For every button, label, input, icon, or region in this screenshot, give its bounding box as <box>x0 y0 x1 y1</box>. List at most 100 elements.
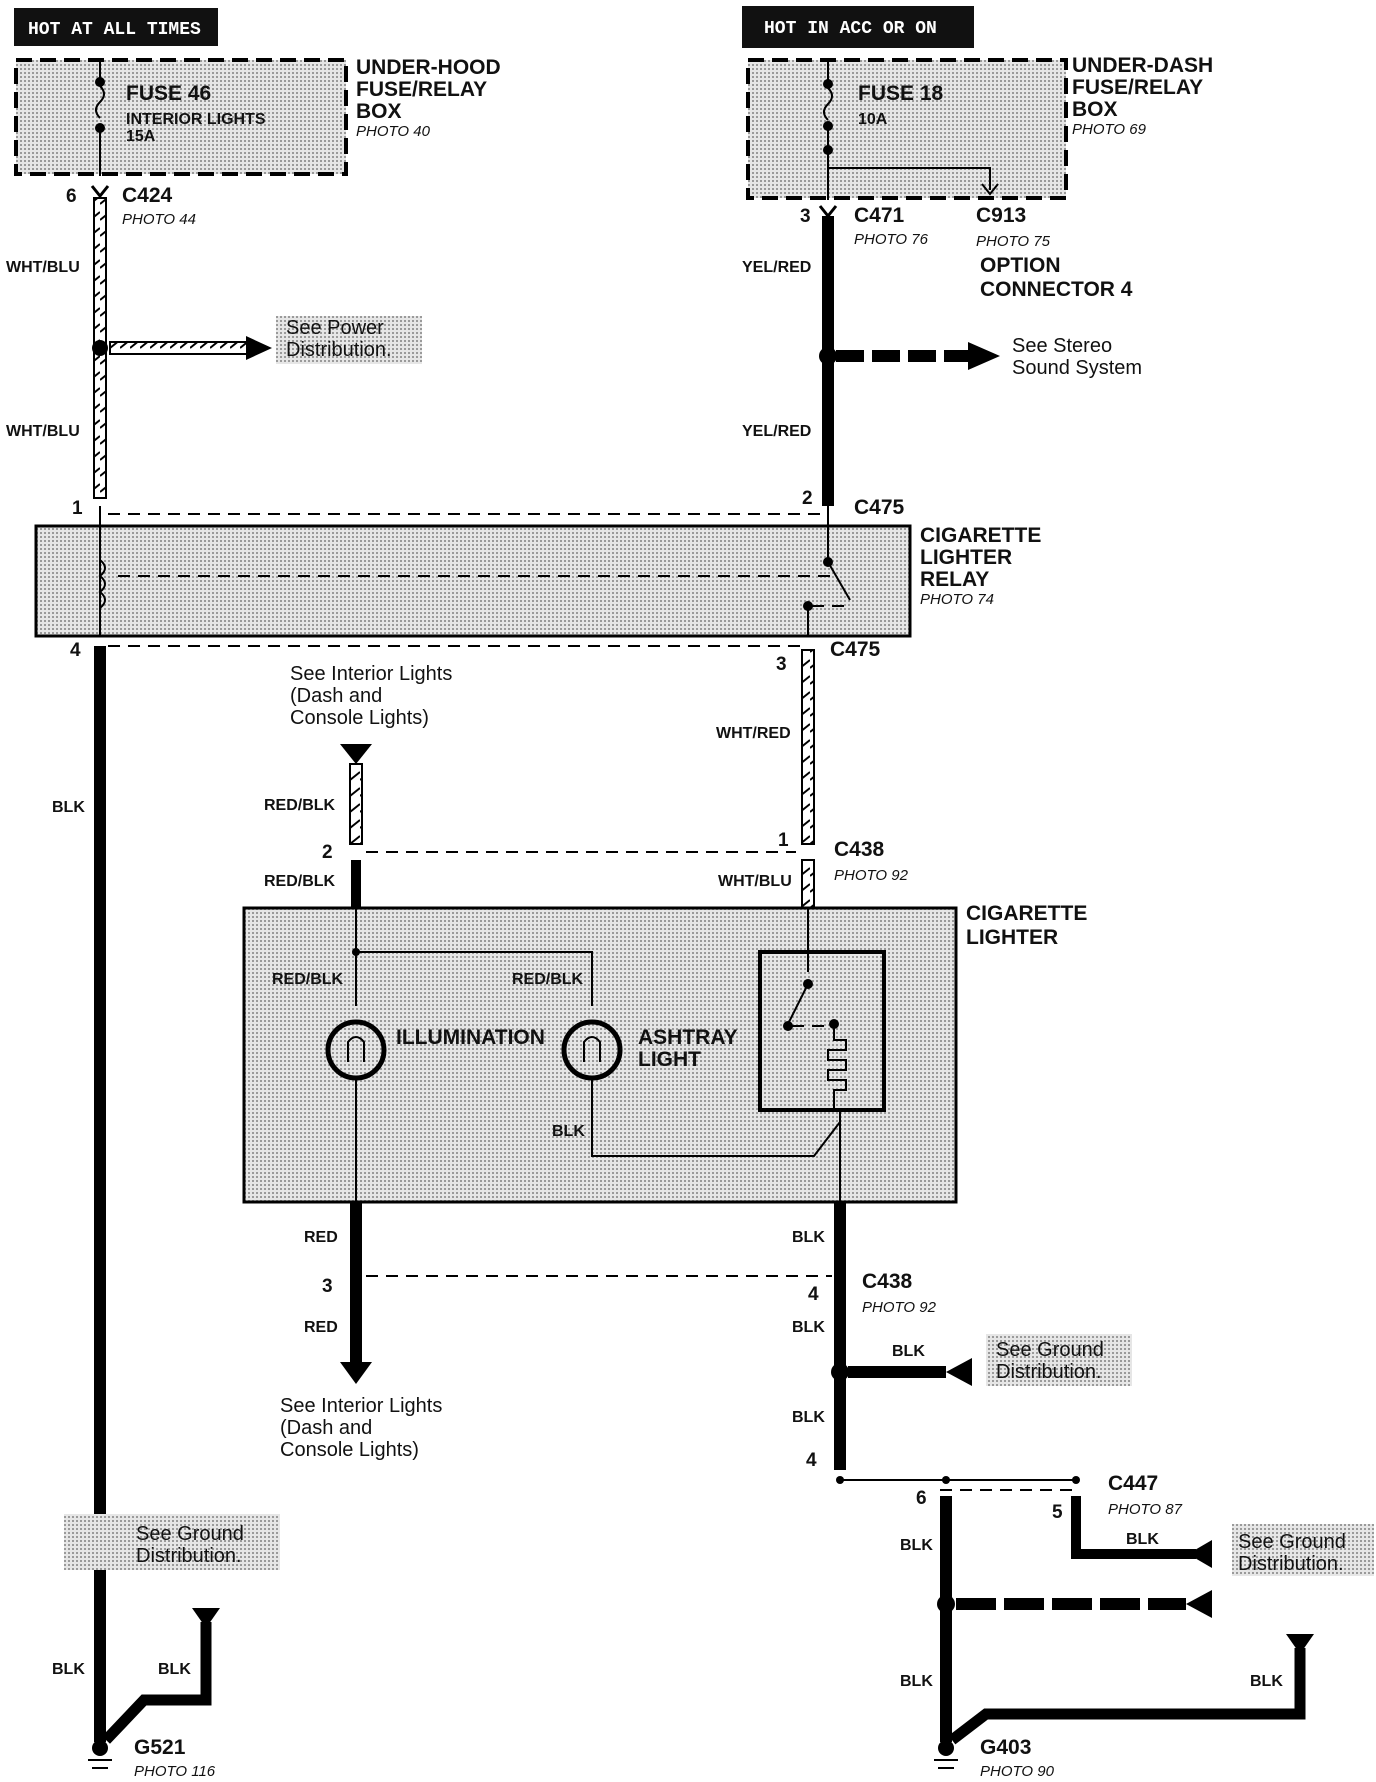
ref-ground-right-2: Distribution. <box>1238 1553 1344 1575</box>
splice-ground <box>831 1363 849 1381</box>
ground-icon <box>92 1740 108 1756</box>
ref-ground-mid-2: Distribution. <box>996 1361 1102 1383</box>
wire-label-red-blk-2: RED/BLK <box>264 873 336 890</box>
c438-bottom-photo: PHOTO 92 <box>862 1299 937 1316</box>
c447-photo: PHOTO 87 <box>1108 1501 1183 1518</box>
underhood-photo: PHOTO 40 <box>356 123 431 140</box>
svg-text:6: 6 <box>916 1488 927 1509</box>
ref-ground-mid-box <box>986 1334 1132 1386</box>
ashtray-label-1: ASHTRAY <box>638 1026 738 1049</box>
wire-label-blk-8: BLK <box>1250 1673 1283 1690</box>
wire-label-blk-5: BLK <box>1126 1531 1159 1548</box>
ref-ground-left-box <box>64 1514 280 1570</box>
ref-interior-top-3: Console Lights) <box>290 707 429 729</box>
ashtray-label-2: LIGHT <box>638 1048 701 1071</box>
heater-element-icon <box>827 1028 847 1108</box>
cigarette-lighter-relay <box>34 506 912 638</box>
ref-ground-mid-1: See Ground <box>996 1339 1104 1361</box>
lighter-element-box <box>758 950 886 1112</box>
wire-label-wht-blu-2: WHT/BLU <box>6 423 80 440</box>
wire-label-blk-2: BLK <box>792 1319 825 1336</box>
relay-switch-contact <box>827 561 851 601</box>
illumination-label: ILLUMINATION <box>396 1026 545 1049</box>
cigarette-lighter-unit <box>242 906 958 1204</box>
wire-red-blk-upper <box>349 763 363 845</box>
c475-top-name: C475 <box>854 496 905 519</box>
relay-title-3: RELAY <box>920 568 989 591</box>
svg-text:3: 3 <box>776 654 787 675</box>
underdash-photo: PHOTO 69 <box>1072 121 1147 138</box>
lighter-title-1: CIGARETTE <box>966 902 1087 925</box>
arrow-right-icon <box>246 336 272 360</box>
connector-c471: 3 C471 PHOTO 76 <box>800 204 929 248</box>
ref-ground-right-box <box>1232 1524 1374 1576</box>
wire-label-wht-blu-1: WHT/BLU <box>6 259 80 276</box>
arrow-down-icon <box>192 1608 220 1628</box>
ground-g403: G403 PHOTO 90 <box>934 1736 1055 1780</box>
ref-ground-right-1: See Ground <box>1238 1531 1346 1553</box>
splice-stereo <box>819 347 837 365</box>
underhood-title-3: BOX <box>356 100 402 123</box>
underdash-title-3: BOX <box>1072 98 1118 121</box>
c447-name: C447 <box>1108 1472 1158 1495</box>
wire-label-red-blk-4: RED/BLK <box>512 971 584 988</box>
c913-desc-2: CONNECTOR 4 <box>980 278 1133 301</box>
ref-interior-bottom-3: Console Lights) <box>280 1439 419 1461</box>
wire-wht-red <box>801 649 815 845</box>
ref-interior-bottom-2: (Dash and <box>280 1417 372 1439</box>
ground-icon <box>938 1740 954 1756</box>
underhood-title-2: FUSE/RELAY <box>356 78 487 101</box>
underhood-fuse-box: FUSE 46 INTERIOR LIGHTS 15A <box>14 58 348 176</box>
arrow-left-icon <box>1188 1540 1212 1568</box>
underhood-title-1: UNDER-HOOD <box>356 56 501 79</box>
underdash-title-2: FUSE/RELAY <box>1072 76 1203 99</box>
underdash-fuse-box: FUSE 18 10A <box>746 58 1068 200</box>
c913-desc-1: OPTION <box>980 254 1061 277</box>
c424-photo: PHOTO 44 <box>122 211 196 228</box>
wire-label-red-2: RED <box>304 1319 338 1336</box>
wire-label-blk-1: BLK <box>792 1229 825 1246</box>
arrow-down-icon <box>340 1362 372 1384</box>
wire-label-red-1: RED <box>304 1229 338 1246</box>
c913-photo: PHOTO 75 <box>976 233 1051 250</box>
header-right-text: HOT IN ACC OR ON <box>764 19 937 39</box>
underdash-title-1: UNDER-DASH <box>1072 54 1213 77</box>
svg-text:4: 4 <box>806 1450 817 1471</box>
wire-label-blk-left: BLK <box>52 799 85 816</box>
c438-top-photo: PHOTO 92 <box>834 867 909 884</box>
arrow-down-icon <box>1286 1634 1314 1654</box>
svg-text:2: 2 <box>802 488 813 509</box>
wire-label-blk-4: BLK <box>792 1409 825 1426</box>
ref-power-dist-box <box>276 316 422 364</box>
ref-ground-left-1: See Ground <box>136 1523 244 1545</box>
svg-text:1: 1 <box>778 830 789 851</box>
c424-name: C424 <box>122 184 173 207</box>
c475-bottom-name: C475 <box>830 638 881 661</box>
relay-photo: PHOTO 74 <box>920 591 994 608</box>
svg-text:5: 5 <box>1052 1502 1063 1523</box>
wire-power-dist <box>109 341 251 355</box>
c438-bottom-name: C438 <box>862 1270 913 1293</box>
g403-photo: PHOTO 90 <box>980 1763 1055 1780</box>
wire-label-blk-7: BLK <box>900 1673 933 1690</box>
c471-name: C471 <box>854 204 905 227</box>
c438-top-name: C438 <box>834 838 885 861</box>
wire-label-blk-6: BLK <box>900 1537 933 1554</box>
ref-interior-bottom-1: See Interior Lights <box>280 1395 442 1417</box>
splice-g403 <box>937 1595 955 1613</box>
ref-interior-top-2: (Dash and <box>290 685 382 707</box>
ref-stereo-2: Sound System <box>1012 357 1142 379</box>
fuse-18-rating: 10A <box>858 111 888 128</box>
arrow-down-icon <box>340 744 372 764</box>
arrow-left-icon <box>1186 1590 1212 1618</box>
g521-name: G521 <box>134 1736 186 1759</box>
lighter-switch <box>787 983 809 1025</box>
svg-text:6: 6 <box>66 186 77 207</box>
relay-title-1: CIGARETTE <box>920 524 1041 547</box>
arrow-right-icon <box>968 342 1000 370</box>
c913-name: C913 <box>976 204 1026 227</box>
wire-label-wht-blu-3: WHT/BLU <box>718 873 792 890</box>
svg-text:3: 3 <box>322 1276 333 1297</box>
wire-label-blk-ashtray: BLK <box>552 1123 585 1140</box>
